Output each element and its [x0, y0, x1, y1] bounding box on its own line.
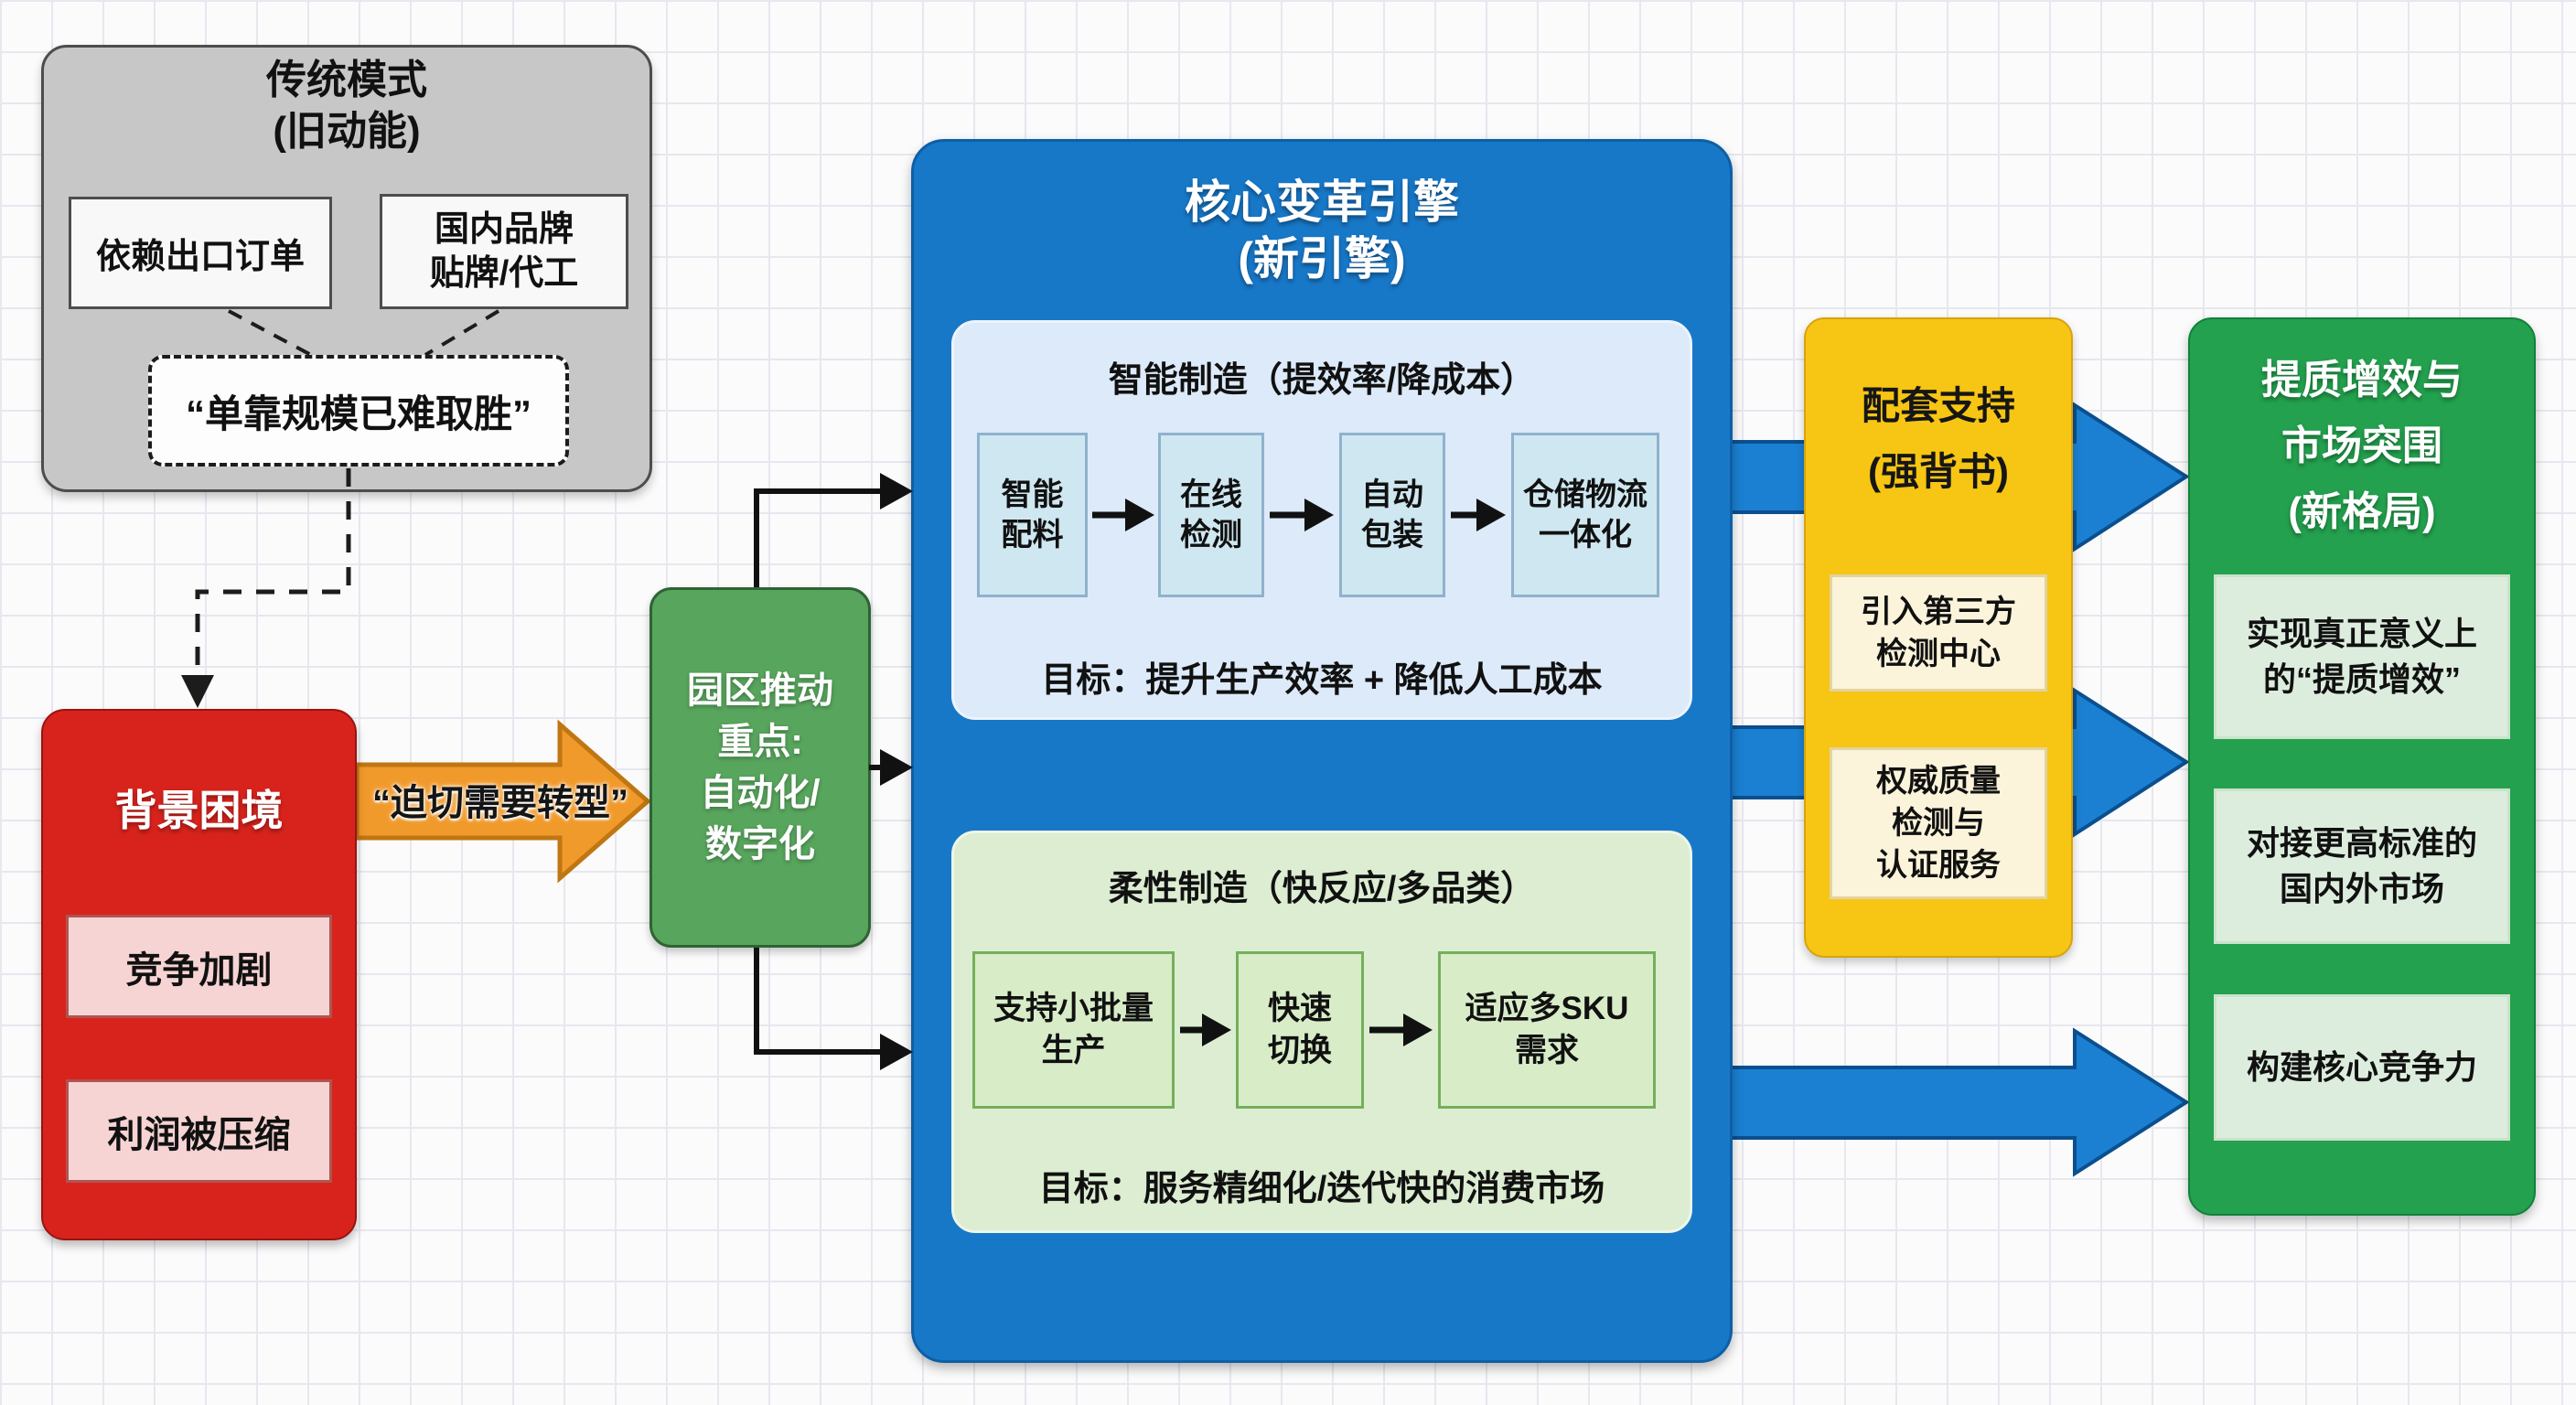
core-engine-title: 核心变革引擎 (新引擎) — [1185, 177, 1459, 284]
traditional-model-title: 传统模式 (旧动能) — [266, 58, 427, 154]
outcome-competitiveness-label: 构建核心竞争力 — [2246, 1048, 2477, 1086]
export-orders-box: 依赖出口订单 — [69, 197, 332, 309]
park-arrow-bottom-head — [880, 1034, 913, 1070]
flex-step-1-label: 支持小批量 生产 — [993, 991, 1154, 1068]
outcome-market-label: 对接更高标准的 国内外市场 — [2246, 824, 2477, 907]
dashed-elbow-to-dilemma — [195, 468, 351, 688]
flex-step-3-label: 适应多SKU 需求 — [1465, 991, 1629, 1068]
smart-step-1-label: 智能 配料 — [1001, 477, 1064, 552]
smart-step-ingredients: 智能 配料 — [977, 433, 1088, 597]
smart-step-packaging: 自动 包装 — [1339, 433, 1445, 597]
outcome-title: 提质增效与 市场突围 (新格局) — [2261, 358, 2463, 534]
flex-step-small-batch: 支持小批量 生产 — [972, 951, 1175, 1109]
scale-quote-box: “单靠规模已难取胜” — [148, 355, 569, 467]
profit-squeeze-box: 利润被压缩 — [66, 1079, 332, 1183]
transform-arrow-label: “迫切需要转型” — [372, 783, 628, 823]
smart-step-2-label: 在线 检测 — [1180, 477, 1242, 552]
support-title: 配套支持 (强背书) — [1861, 384, 2015, 493]
outcome-competitiveness-box: 构建核心竞争力 — [2214, 994, 2510, 1141]
park-arrow-top — [754, 488, 893, 587]
smart-step-4-label: 仓储物流 一体化 — [1523, 477, 1648, 552]
flexible-goal-text: 目标：服务精细化/迭代快的消费市场 — [1038, 1170, 1605, 1208]
export-orders-label: 依赖出口订单 — [95, 238, 305, 276]
park-focus-label: 园区推动 重点: 自动化/ 数字化 — [687, 670, 833, 864]
competition-box: 竞争加剧 — [66, 915, 332, 1018]
outcome-quality-label: 实现真正意义上 的“提质增效” — [2246, 615, 2477, 698]
scale-quote-label: “单靠规模已难取胜” — [185, 391, 531, 435]
flex-step-multi-sku: 适应多SKU 需求 — [1438, 951, 1656, 1109]
profit-squeeze-label: 利润被压缩 — [107, 1114, 291, 1155]
flex-step-fast-switch: 快速 切换 — [1236, 951, 1364, 1109]
park-arrow-middle-head — [880, 749, 913, 786]
third-party-test-box: 引入第三方 检测中心 — [1830, 574, 2047, 692]
domestic-oem-label: 国内品牌 贴牌/代工 — [429, 210, 579, 293]
smart-goal-text: 目标：提升生产效率 + 降低人工成本 — [1041, 661, 1603, 700]
third-party-test-label: 引入第三方 检测中心 — [1861, 595, 2016, 671]
dashed-arrowhead — [181, 675, 214, 708]
park-arrow-top-head — [880, 473, 913, 509]
park-focus-box: 园区推动 重点: 自动化/ 数字化 — [649, 587, 871, 948]
flow-arrow-bottom — [1725, 1027, 2190, 1177]
smart-step-inspection: 在线 检测 — [1158, 433, 1264, 597]
smart-panel-title: 智能制造（提效率/降成本） — [1108, 361, 1536, 400]
competition-label: 竞争加剧 — [125, 949, 273, 991]
domestic-oem-box: 国内品牌 贴牌/代工 — [380, 194, 628, 309]
quality-cert-box: 权威质量 检测与 认证服务 — [1830, 747, 2047, 899]
quality-cert-label: 权威质量 检测与 认证服务 — [1876, 764, 2001, 883]
flexible-panel-title: 柔性制造（快反应/多品类） — [1108, 870, 1536, 908]
dilemma-title: 背景困境 — [114, 787, 284, 834]
flex-step-2-label: 快速 切换 — [1267, 991, 1332, 1068]
park-arrow-bottom — [754, 948, 893, 1055]
outcome-quality-box: 实现真正意义上 的“提质增效” — [2214, 574, 2510, 739]
smart-step-warehouse: 仓储物流 一体化 — [1511, 433, 1659, 597]
smart-step-3-label: 自动 包装 — [1361, 477, 1423, 552]
outcome-market-box: 对接更高标准的 国内外市场 — [2214, 788, 2510, 944]
